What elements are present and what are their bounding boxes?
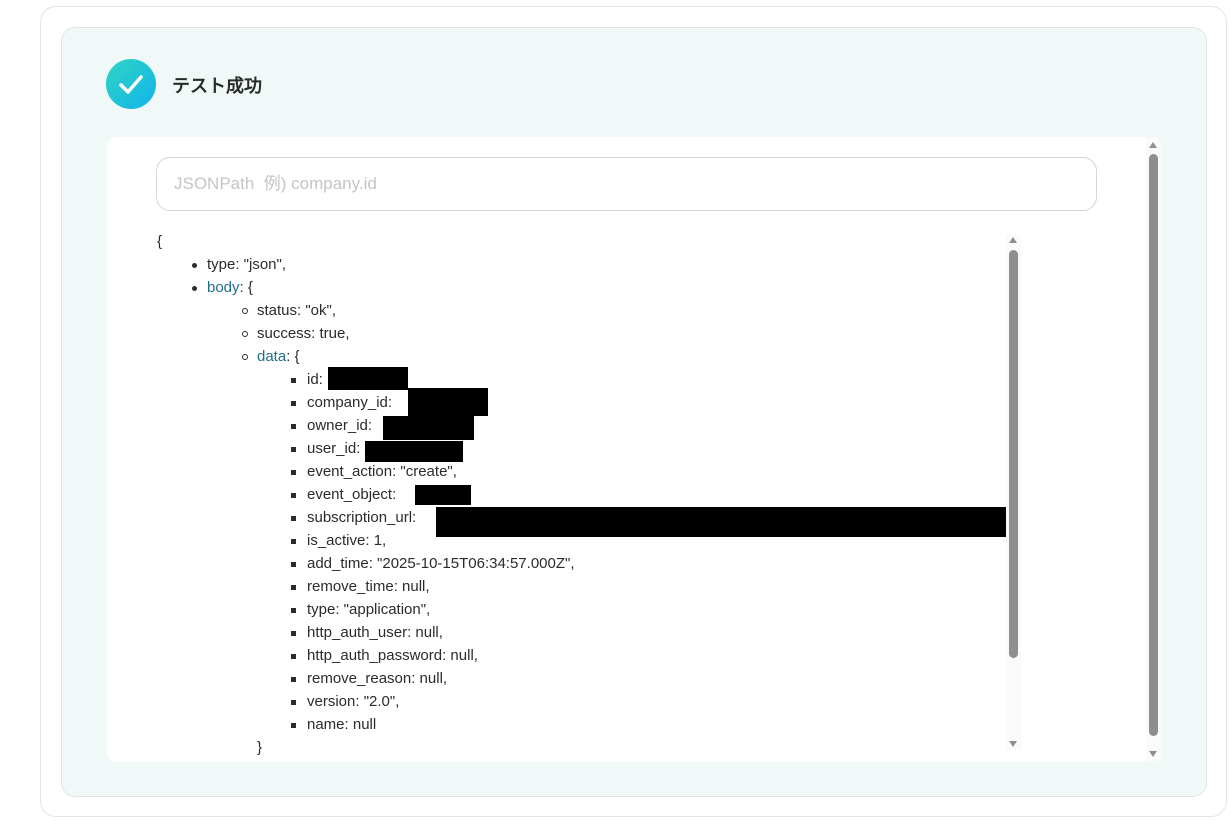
json-body-line: body: { xyxy=(192,279,253,296)
redacted-owner-id xyxy=(383,416,474,440)
check-circle-icon xyxy=(106,59,156,109)
json-field-line: owner_id: xyxy=(290,417,373,434)
scroll-up-icon[interactable] xyxy=(1149,142,1157,148)
json-field-line: add_time: "2025-10-15T06:34:57.000Z", xyxy=(291,555,575,572)
scroll-down-icon[interactable] xyxy=(1149,751,1157,757)
outer-scrollbar-thumb[interactable] xyxy=(1149,154,1158,736)
json-data-close: } xyxy=(257,739,263,756)
json-field-line: http_auth_password: null, xyxy=(291,647,478,664)
redacted-company-id xyxy=(408,388,488,416)
redacted-subscription-url xyxy=(436,507,1006,537)
result-card xyxy=(40,6,1227,817)
body-key[interactable]: body xyxy=(207,279,240,296)
json-output-panel: { type: "json", body: { status: "ok", su… xyxy=(107,137,1162,762)
json-field-line: subscription_url: xyxy=(290,509,417,526)
json-field-line: http_auth_user: null, xyxy=(291,624,443,641)
json-data-line: data: { xyxy=(242,348,300,365)
json-field-line: user_id: xyxy=(290,440,361,457)
scroll-down-icon[interactable] xyxy=(1009,741,1017,747)
jsonpath-input[interactable] xyxy=(156,157,1097,211)
scroll-up-icon[interactable] xyxy=(1009,237,1017,243)
json-status-line: status: "ok", xyxy=(241,302,337,319)
json-field-line: name: null xyxy=(290,716,377,733)
redacted-user-id xyxy=(365,441,463,462)
json-field-line: id: xyxy=(291,371,323,388)
json-success-line: success: true, xyxy=(242,325,350,342)
json-field-line: event_object: xyxy=(290,486,397,503)
json-field-line: is_active: 1, xyxy=(290,532,387,549)
data-key[interactable]: data xyxy=(257,348,287,365)
redacted-id xyxy=(328,367,408,390)
json-field-line: remove_time: null, xyxy=(291,578,430,595)
json-field-line: company_id: xyxy=(290,394,393,411)
test-success-title: テスト成功 xyxy=(172,76,262,96)
redacted-event-object xyxy=(415,485,471,505)
inner-scrollbar-thumb[interactable] xyxy=(1009,250,1018,658)
json-type-line: type: "json", xyxy=(191,256,287,273)
json-field-line: version: "2.0", xyxy=(290,693,400,710)
json-field-line: event_action: "create", xyxy=(291,463,457,480)
json-field-line: type: "application", xyxy=(290,601,431,618)
json-open-brace: { xyxy=(157,233,163,250)
json-field-line: remove_reason: null, xyxy=(290,670,448,687)
